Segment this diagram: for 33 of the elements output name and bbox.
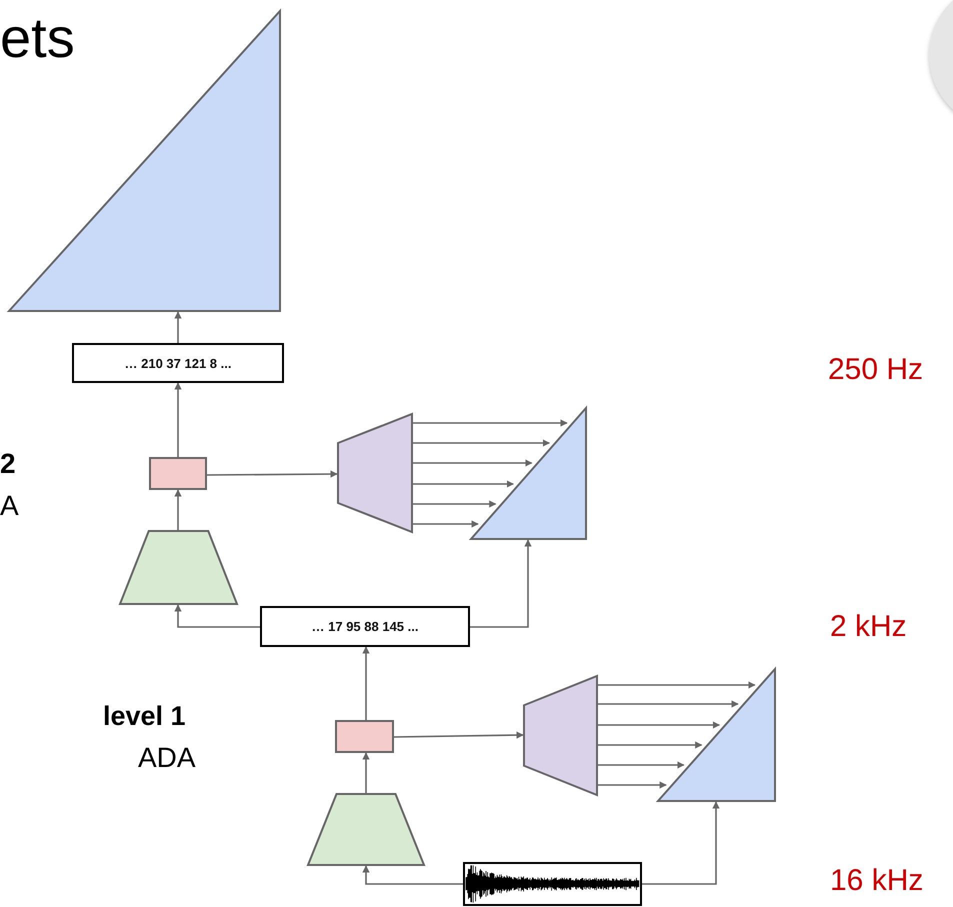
arrow	[413, 500, 496, 508]
code-box: … 210 37 121 8 ...	[72, 343, 284, 383]
arrow	[174, 311, 182, 343]
level-label: level 1	[103, 701, 186, 732]
sample-rate-label: 16 kHz	[830, 864, 924, 898]
arrow	[362, 646, 370, 720]
arrow	[598, 761, 685, 769]
arrow	[413, 439, 550, 447]
arrow	[598, 741, 702, 749]
sample-rate-label: 2 kHz	[830, 610, 907, 644]
arrow	[413, 419, 568, 427]
arrow	[598, 681, 756, 689]
level-label: A	[0, 490, 19, 522]
arrow	[598, 781, 667, 789]
arrow	[413, 480, 514, 488]
arrow	[174, 382, 182, 457]
level-label: 2	[0, 448, 16, 480]
arrow	[362, 752, 370, 793]
arrow	[598, 700, 739, 708]
arrow	[413, 459, 532, 467]
arrow	[362, 865, 463, 885]
arrow	[642, 801, 720, 885]
arrow	[470, 539, 532, 628]
arrow	[174, 489, 182, 530]
slide-title: ets	[0, 6, 75, 70]
arrow	[394, 732, 524, 739]
arrow	[174, 604, 260, 628]
sample-rate-label: 250 Hz	[828, 353, 924, 388]
arrow	[413, 520, 479, 528]
arrow	[598, 721, 720, 729]
level-label: ADA	[138, 742, 196, 774]
code-box: … 17 95 88 145 ...	[260, 606, 470, 647]
arrow	[207, 470, 338, 478]
